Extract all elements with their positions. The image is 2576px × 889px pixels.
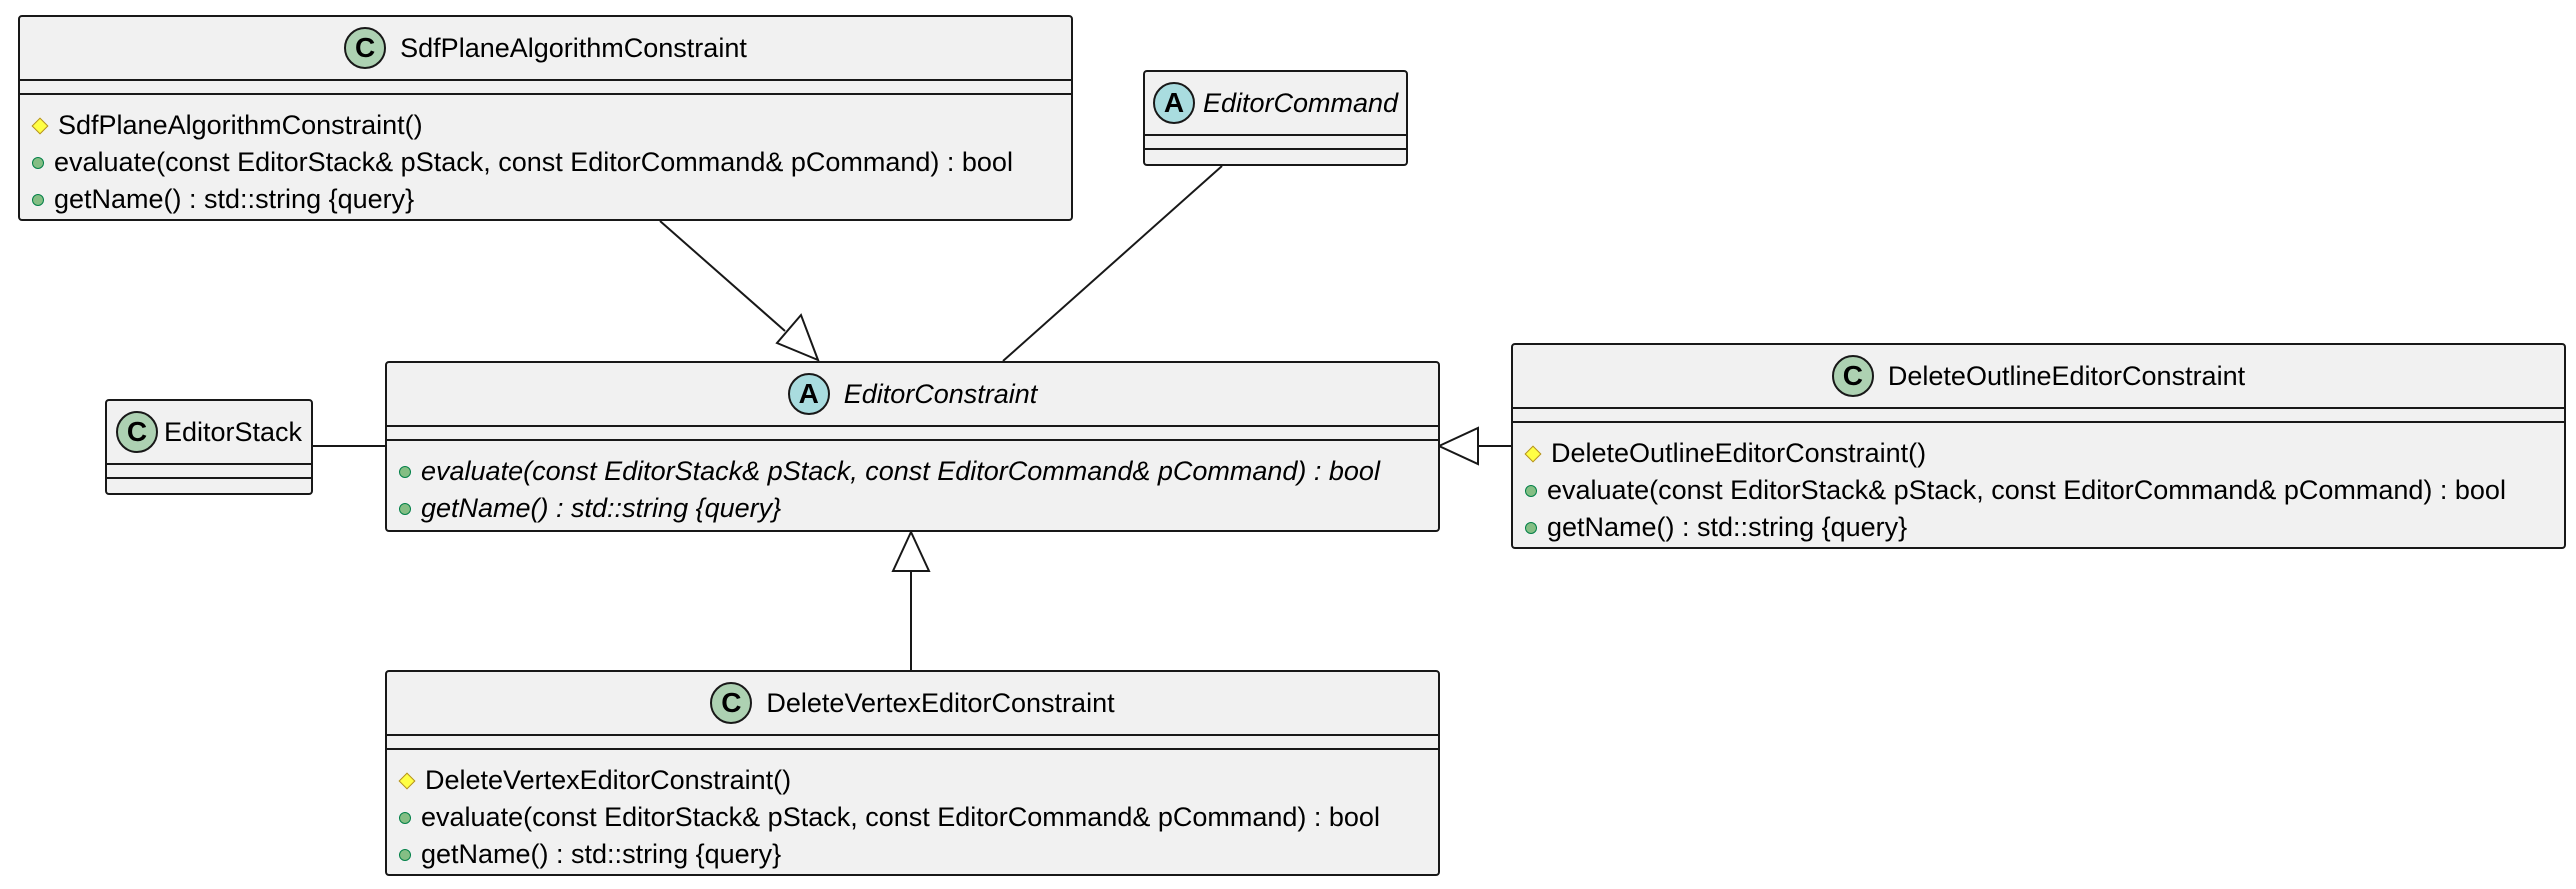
method-item: evaluate(const EditorStack& pStack, cons… <box>399 799 1430 836</box>
method-item: DeleteVertexEditorConstraint() <box>398 762 1430 799</box>
class-name: DeleteVertexEditorConstraint <box>766 687 1115 718</box>
method-signature: getName() : std::string {query} <box>54 184 415 214</box>
method-item: getName() : std::string {query} <box>399 490 1430 527</box>
method-signature: evaluate(const EditorStack& pStack, cons… <box>421 802 1380 832</box>
class-editor-constraint[interactable]: A EditorConstraint evaluate(const Editor… <box>385 361 1440 532</box>
public-visibility-icon <box>1525 484 1537 497</box>
class-header: C EditorStack <box>107 401 311 463</box>
class-separator <box>387 748 1438 750</box>
delete-vertex-generalization-arrowhead <box>891 529 931 572</box>
method-item: evaluate(const EditorStack& pStack, cons… <box>399 453 1430 490</box>
protected-visibility-icon <box>31 117 49 134</box>
class-separator <box>1145 148 1406 150</box>
class-separator <box>387 734 1438 736</box>
public-visibility-icon <box>32 193 44 206</box>
method-item: SdfPlaneAlgorithmConstraint() <box>31 107 1063 144</box>
class-header: A EditorConstraint <box>387 363 1438 425</box>
method-signature: getName() : std::string {query} <box>1547 512 1908 542</box>
method-list: evaluate(const EditorStack& pStack, cons… <box>399 453 1430 527</box>
method-item: getName() : std::string {query} <box>399 836 1430 873</box>
class-separator <box>107 463 311 465</box>
class-name: SdfPlaneAlgorithmConstraint <box>400 32 747 63</box>
protected-visibility-icon <box>1524 445 1542 462</box>
method-signature: evaluate(const EditorStack& pStack, cons… <box>1547 475 2506 505</box>
class-editor-command[interactable]: A EditorCommand <box>1143 70 1408 166</box>
abstract-stereotype-icon: A <box>787 373 830 415</box>
class-separator <box>20 79 1071 81</box>
class-delete-vertex-editor-constraint[interactable]: C DeleteVertexEditorConstraint DeleteVer… <box>385 670 1440 876</box>
abstract-stereotype-icon: A <box>1152 82 1195 124</box>
public-visibility-icon <box>399 465 411 478</box>
method-signature: getName() : std::string {query} <box>421 839 782 869</box>
class-stereotype-icon: C <box>115 411 158 453</box>
public-visibility-icon <box>1525 521 1537 534</box>
method-signature: getName() : std::string {query} <box>421 493 782 523</box>
public-visibility-icon <box>399 502 411 515</box>
method-item: evaluate(const EditorStack& pStack, cons… <box>1525 472 2556 509</box>
class-name: EditorConstraint <box>843 378 1038 409</box>
method-signature: SdfPlaneAlgorithmConstraint() <box>58 110 423 140</box>
method-list: DeleteOutlineEditorConstraint() evaluate… <box>1524 435 2556 546</box>
class-separator <box>107 477 311 479</box>
class-separator <box>1513 421 2564 423</box>
class-separator <box>387 439 1438 441</box>
class-stereotype-icon: C <box>710 682 753 724</box>
method-item: DeleteOutlineEditorConstraint() <box>1524 435 2556 472</box>
sdf-plane-generalization-line <box>659 220 786 332</box>
method-list: SdfPlaneAlgorithmConstraint() evaluate(c… <box>31 107 1063 218</box>
class-name: DeleteOutlineEditorConstraint <box>1887 360 2246 391</box>
class-name: EditorStack <box>163 416 303 447</box>
method-signature: evaluate(const EditorStack& pStack, cons… <box>54 147 1013 177</box>
class-sdf-plane-algorithm-constraint[interactable]: C SdfPlaneAlgorithmConstraint SdfPlaneAl… <box>18 15 1073 221</box>
method-signature: DeleteVertexEditorConstraint() <box>425 765 792 795</box>
public-visibility-icon <box>32 156 44 169</box>
class-separator <box>1145 134 1406 136</box>
class-stereotype-icon: C <box>344 27 387 69</box>
method-item: evaluate(const EditorStack& pStack, cons… <box>32 144 1063 181</box>
class-header: C DeleteOutlineEditorConstraint <box>1513 345 2564 407</box>
class-header: A EditorCommand <box>1145 72 1406 134</box>
class-name: EditorCommand <box>1202 87 1399 118</box>
class-separator <box>387 425 1438 427</box>
method-list: DeleteVertexEditorConstraint() evaluate(… <box>398 762 1430 873</box>
public-visibility-icon <box>399 848 411 861</box>
class-delete-outline-editor-constraint[interactable]: C DeleteOutlineEditorConstraint DeleteOu… <box>1511 343 2566 549</box>
class-header: C DeleteVertexEditorConstraint <box>387 672 1438 734</box>
protected-visibility-icon <box>398 772 416 789</box>
class-editor-stack[interactable]: C EditorStack <box>105 399 313 495</box>
method-signature: DeleteOutlineEditorConstraint() <box>1551 438 1927 468</box>
delete-outline-generalization-arrowhead <box>1436 426 1479 466</box>
class-header: C SdfPlaneAlgorithmConstraint <box>20 17 1071 79</box>
class-separator <box>20 93 1071 95</box>
public-visibility-icon <box>399 811 411 824</box>
method-signature: evaluate(const EditorStack& pStack, cons… <box>421 456 1380 486</box>
class-separator <box>1513 407 2564 409</box>
editor-command-association-line <box>1002 165 1223 362</box>
method-item: getName() : std::string {query} <box>32 181 1063 218</box>
sdf-plane-generalization-arrowhead <box>775 313 820 362</box>
class-stereotype-icon: C <box>1831 355 1874 397</box>
method-item: getName() : std::string {query} <box>1525 509 2556 546</box>
